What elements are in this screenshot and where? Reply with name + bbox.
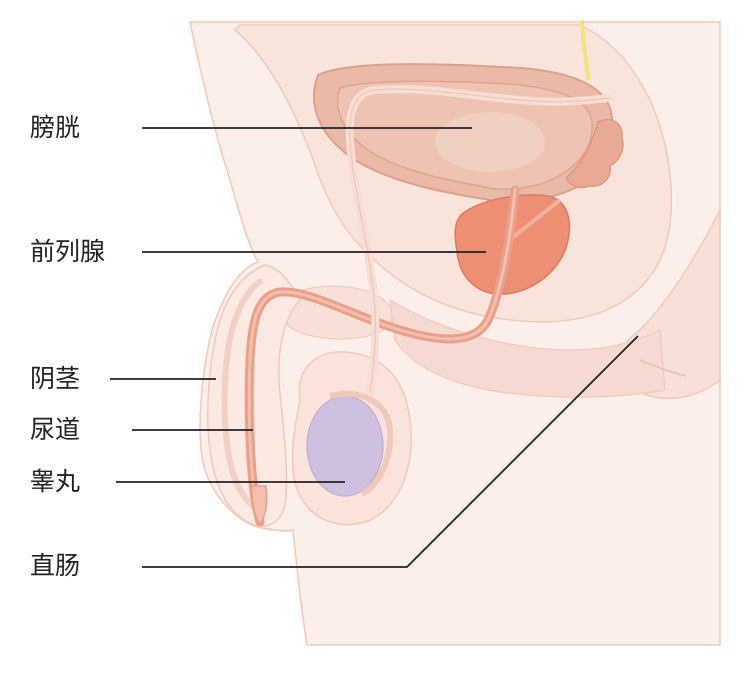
pelvic-floor [389,298,666,398]
leader-lines [110,127,639,568]
epididymis [329,390,394,497]
leader-line-rectum [142,335,639,568]
urethra-inner [247,188,517,524]
label-testicle: 睾丸 [30,467,81,496]
label-bladder: 膀胱 [30,113,81,142]
label-urethra: 尿道 [30,415,81,444]
vas-deferens-outline [349,88,611,393]
spinal-nerve [580,20,590,80]
ejaculatory-duct [510,198,562,240]
anus [639,359,687,377]
seminal-vesicle [565,118,624,189]
label-prostate: 前列腺 [30,237,106,266]
label-penis: 阴茎 [30,364,81,393]
urethral-opening [251,485,268,526]
label-rectum: 直肠 [30,551,81,580]
testicle [306,395,384,497]
bladder-highlight [435,112,545,172]
penis-inner [221,277,264,511]
